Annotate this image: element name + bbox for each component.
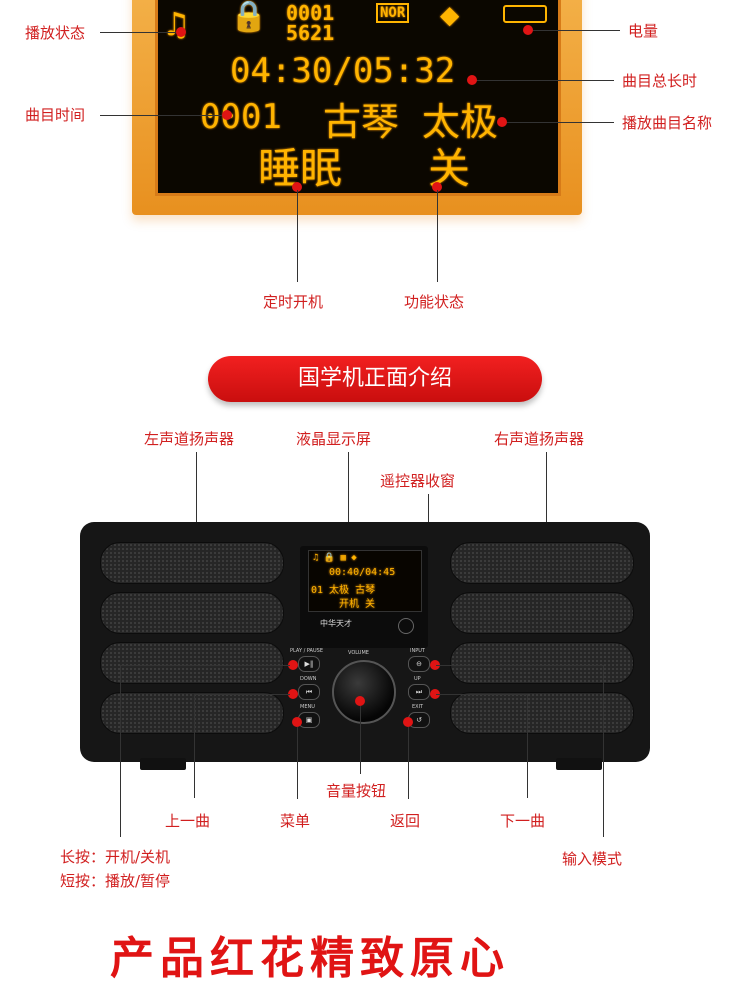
mini-line2: 01 太极 古琴 (311, 585, 376, 596)
prev-button[interactable]: ⏮ (298, 684, 320, 700)
menu-callout: 菜单 (280, 812, 311, 830)
left-speaker-callout: 左声道扬声器 (144, 430, 235, 448)
section-banner: 国学机正面介绍 (208, 356, 542, 402)
function-status-callout: 功能状态 (404, 293, 465, 311)
long-press-callout: 长按：开机/关机 (60, 848, 171, 866)
play-status-callout: 播放状态 (25, 24, 86, 42)
play-pause-label: PLAY / PAUSE (290, 648, 323, 654)
volume-knob[interactable] (332, 660, 396, 724)
right-speaker-grille (450, 592, 634, 634)
bottom-section-title: 产品红花精致原心 (110, 933, 510, 984)
battery-callout: 电量 (628, 22, 659, 40)
next-button[interactable]: ⏭ (408, 684, 430, 700)
lcd-screen-callout: 液晶显示屏 (296, 430, 372, 448)
back-callout: 返回 (390, 812, 421, 830)
brand-logo: 中华天才 (320, 619, 352, 628)
mini-icons: ♫ 🔒 ▦ ◆ (313, 553, 357, 563)
input-label: INPUT (410, 648, 425, 654)
mini-line3: 开机 关 (339, 599, 376, 610)
input-mode-callout: 输入模式 (562, 850, 623, 868)
music-note-icon: ♫ (166, 5, 187, 45)
short-press-callout: 短按：播放/暂停 (60, 872, 171, 890)
timer-on-callout: 定时开机 (263, 293, 324, 311)
input-button[interactable]: ⊖ (408, 656, 430, 672)
up-label: UP (414, 676, 421, 682)
right-speaker-grille (450, 642, 634, 684)
remote-sensor (398, 618, 414, 634)
time-display: 04:30/05:32 (230, 51, 456, 91)
lock-icon: 🔒 (230, 0, 268, 34)
play-pause-button[interactable]: ▶‖ (298, 656, 320, 672)
remote-window-callout: 遥控器收窗 (380, 472, 456, 490)
battery-icon (503, 5, 547, 23)
track-name-callout: 播放曲目名称 (622, 114, 713, 132)
line3-number: 0001 (200, 97, 282, 137)
track-code: 5621 (286, 21, 335, 45)
line3-title: 古琴 太极 (323, 100, 498, 144)
total-time-callout: 曲目总长时 (622, 72, 698, 90)
right-speaker-grille (450, 542, 634, 584)
next-track-callout: 下一曲 (500, 812, 546, 830)
track-time-callout: 曲目时间 (25, 106, 86, 124)
left-speaker-grille (100, 692, 284, 734)
right-speaker-callout: 右声道扬声器 (494, 430, 585, 448)
menu-label: MENU (300, 704, 315, 710)
function-icon: ◆ (440, 0, 460, 33)
device-lcd: ♫ 🔒 ▦ ◆ 00:40/04:45 01 太极 古琴 开机 关 中华天才 (300, 546, 428, 648)
exit-label: EXIT (412, 704, 424, 710)
left-speaker-grille (100, 542, 284, 584)
right-speaker-grille (450, 692, 634, 734)
volume-label: VOLUME (348, 650, 369, 656)
left-speaker-grille (100, 642, 284, 684)
left-speaker-grille (100, 592, 284, 634)
lcd-display-zoom: ♫ 🔒 0001 5621 NOR ◆ 04:30/05:32 0001 古琴 … (155, 0, 561, 196)
track-number: 0001 (286, 1, 335, 25)
volume-knob-callout: 音量按钮 (326, 782, 387, 800)
mini-time: 00:40/04:45 (329, 567, 396, 578)
down-label: DOWN (300, 676, 317, 682)
mode-indicator: NOR (376, 3, 410, 23)
prev-track-callout: 上一曲 (165, 812, 211, 830)
